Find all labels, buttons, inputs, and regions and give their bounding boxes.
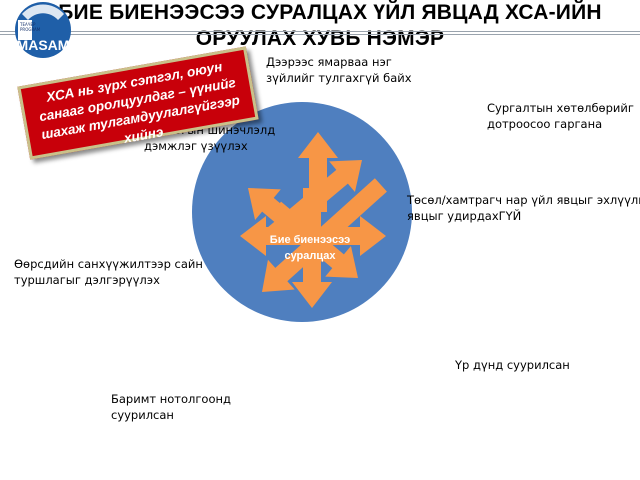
label-top-right-line-1: Сургалтын хөтөлбөрийг: [487, 101, 634, 115]
label-top-right-line-2: дотроосоо гаргана: [487, 117, 603, 131]
title-rule-top: [0, 31, 640, 32]
logo-tagline-2: PROGRAM: [20, 27, 41, 32]
label-bottom-right: Үр дүнд суурилсан: [455, 357, 570, 373]
label-top-line-1: Дээрээс ямарваа нэг: [266, 55, 392, 69]
label-right: Төсөл/хамтрагч нар үйл явцыг эхлүүлнэ – …: [407, 192, 640, 224]
label-left: Өөрсдийн санхүүжилтээр сайн туршлагыг дэ…: [14, 256, 203, 288]
label-bottom-left-line-1: Баримт нотолгоонд: [111, 392, 231, 406]
center-label-line-1: Бие биенээсээ: [269, 234, 351, 246]
center-label: Бие биенээсээ суралцах: [250, 232, 370, 264]
arrow-group: [240, 132, 387, 308]
logo-arc-icon: [22, 4, 64, 20]
label-top: Дээрээс ямарваа нэг зүйлийг тулгахгүй ба…: [266, 54, 412, 86]
label-top-line-2: зүйлийг тулгахгүй байх: [266, 71, 412, 85]
label-top-right: Сургалтын хөтөлбөрийг дотроосоо гаргана: [487, 100, 634, 132]
label-bottom-right-line-1: Үр дүнд суурилсан: [455, 358, 570, 372]
masam-logo: ТЕАЧЕР PROGRAM MASAM: [15, 2, 71, 58]
page-title-line-1: БИЕ БИЕНЭЭСЭЭ СУРАЛЦАХ ҮЙЛ ЯВЦАД ХСА-ИЙН: [58, 1, 602, 24]
arrow-top: [298, 132, 338, 212]
label-left-line-2: туршлагыг дэлгэрүүлэх: [14, 273, 160, 287]
logo-brand-text: MASAM: [17, 37, 70, 53]
label-right-line-1: Төсөл/хамтрагч нар үйл явцыг эхлүүлнэ –: [407, 193, 640, 207]
title-rule-bottom: [0, 34, 640, 35]
arrow-top-left: [248, 188, 335, 263]
logo-tagline-1: ТЕАЧЕР: [19, 22, 36, 27]
label-right-line-2: явцыг удирдахГҮЙ: [407, 209, 522, 223]
label-bottom-left: Баримт нотолгоонд суурилсан: [111, 391, 231, 423]
label-top-left-line-2: дэмжлэг үзүүлэх: [144, 139, 248, 153]
label-left-line-1: Өөрсдийн санхүүжилтээр сайн: [14, 257, 203, 271]
logo-panel: [18, 20, 32, 40]
center-label-line-2: суралцах: [284, 250, 336, 262]
label-bottom-left-line-2: суурилсан: [111, 408, 174, 422]
page-title-line-2: ОРУУЛАХ ХУВЬ НЭМЭР: [195, 27, 445, 50]
